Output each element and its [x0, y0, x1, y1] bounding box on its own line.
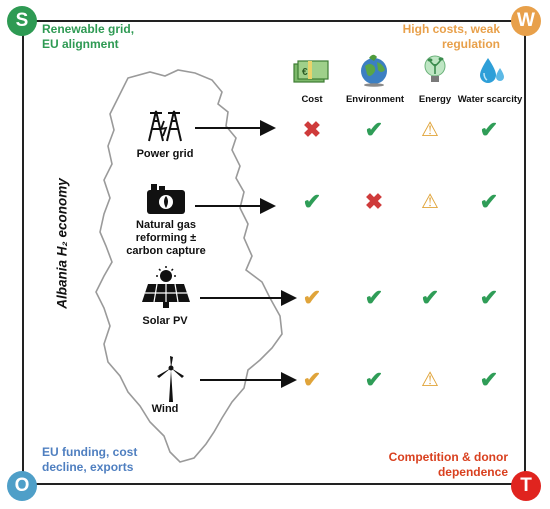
- column-header-cost: Cost: [301, 94, 323, 105]
- strength-text: Renewable grid, EU alignment: [42, 22, 135, 51]
- power-pylon-icon: [148, 110, 182, 142]
- threat-badge: T: [511, 471, 541, 501]
- rating-good-icon: ✔: [420, 285, 440, 310]
- rating-good-icon: ✔: [302, 189, 322, 214]
- column-header-environment: Environment: [345, 94, 405, 105]
- weakness-text: High costs, weak regulation: [402, 22, 500, 51]
- column-header-energy: Energy: [418, 94, 452, 105]
- rating-good-icon: ✔: [364, 367, 384, 392]
- opportunity-badge: O: [7, 471, 37, 501]
- rating-warning-icon: ⚠: [421, 119, 439, 141]
- rating-good-icon: ✔: [479, 189, 499, 214]
- rating-good-icon: ✔: [364, 117, 384, 142]
- rating-good-icon: ✔: [479, 367, 499, 392]
- rating-partial-icon: ✔: [302, 367, 322, 392]
- rating-bad-icon: ✖: [364, 189, 384, 214]
- money-icon: €: [293, 60, 329, 83]
- column-header-water-scarcity: Water scarcity: [457, 94, 523, 105]
- rating-warning-icon: ⚠: [421, 369, 439, 391]
- threat-text: Competition & donor dependence: [388, 450, 508, 479]
- rating-good-icon: ✔: [364, 285, 384, 310]
- rating-warning-icon: ⚠: [421, 191, 439, 213]
- svg-text:€: €: [302, 67, 308, 78]
- gas-plant-icon: [147, 184, 185, 214]
- tech-label-solar-pv: Solar PV: [142, 315, 188, 327]
- swot-frame: [22, 20, 526, 485]
- rating-good-icon: ✔: [479, 117, 499, 142]
- weakness-badge: W: [511, 6, 541, 36]
- opportunity-text: EU funding, cost decline, exports: [42, 445, 138, 474]
- lightbulb-icon: [424, 55, 446, 82]
- solar-panel-icon: [142, 266, 190, 308]
- rating-bad-icon: ✖: [302, 117, 322, 142]
- rating-partial-icon: ✔: [302, 285, 322, 310]
- wind-turbine-icon: [157, 356, 184, 402]
- tech-label-power-grid: Power grid: [136, 148, 194, 160]
- globe-icon: [361, 54, 387, 87]
- tech-label-wind: Wind: [151, 403, 179, 415]
- rating-good-icon: ✔: [479, 285, 499, 310]
- strength-badge: S: [7, 6, 37, 36]
- tech-label-natural-gas: Natural gas reforming ± carbon capture: [126, 219, 206, 257]
- water-drop-icon: [480, 58, 504, 83]
